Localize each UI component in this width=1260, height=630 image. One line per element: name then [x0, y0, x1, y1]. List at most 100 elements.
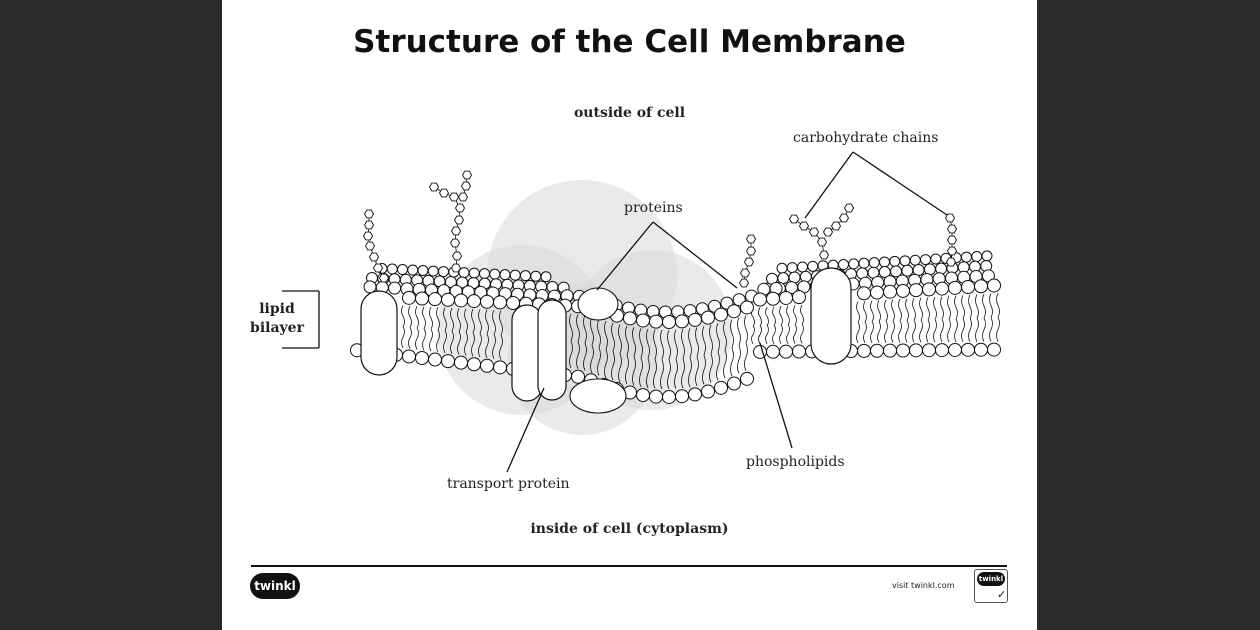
- phospholipid-tail: [891, 320, 895, 343]
- page-title: Structure of the Cell Membrane: [353, 24, 906, 60]
- phospholipid-tail: [415, 306, 419, 329]
- phospholipid-tail: [485, 333, 489, 359]
- phospholipid-tail: [429, 328, 433, 352]
- phospholipid-head: [458, 267, 470, 279]
- phospholipid-head: [714, 380, 728, 395]
- phospholipid-head: [766, 291, 780, 306]
- phospholipid-head: [948, 280, 962, 295]
- phospholipid-head: [649, 389, 663, 404]
- phospholipid-tail: [632, 327, 636, 357]
- sugar-unit: [822, 227, 834, 237]
- membrane-proteins: [360, 267, 852, 414]
- phospholipid-tail: [919, 319, 923, 343]
- phospholipid-tail: [485, 309, 489, 335]
- phospholipid-head: [922, 282, 936, 297]
- phospholipid-tail: [716, 322, 720, 352]
- phospholipid-tail: [464, 308, 468, 333]
- phospholipid-head: [636, 388, 650, 403]
- phospholipid-tail: [576, 314, 580, 342]
- phospholipid-tail: [429, 306, 433, 330]
- sugar-unit: [364, 241, 376, 251]
- phospholipid-tail: [968, 318, 972, 342]
- sugar-unit: [818, 250, 830, 260]
- phospholipid-head: [981, 250, 993, 262]
- phospholipid-tail: [758, 325, 762, 345]
- phospholipid-head: [883, 284, 897, 299]
- phospholipid-tail: [457, 308, 461, 332]
- phospholipid-head: [935, 262, 948, 275]
- phospholipid-tail: [863, 321, 867, 344]
- phospholipid-tail: [688, 357, 692, 388]
- phospholipids-label: phospholipids: [746, 454, 845, 470]
- leader-line: [759, 342, 793, 449]
- phospholipid-tail: [702, 355, 706, 385]
- sugar-unit: [451, 251, 463, 261]
- phospholipid-head: [480, 358, 494, 373]
- phospholipid-tail: [751, 325, 755, 345]
- phospholipid-head: [428, 352, 442, 367]
- phospholipid-tail: [639, 328, 643, 358]
- phospholipid-tail: [674, 329, 678, 360]
- phospholipid-head: [714, 307, 728, 322]
- phospholipid-tail: [450, 330, 454, 354]
- phospholipid-head: [441, 354, 455, 369]
- visit-link[interactable]: visit twinkl.com: [892, 581, 955, 590]
- phospholipid-head: [935, 343, 949, 358]
- lipid-bilayer-label-line2: bilayer: [250, 320, 304, 336]
- phospholipid-tail: [450, 307, 454, 332]
- phospholipid-head: [467, 357, 481, 372]
- phospholipid-tail: [863, 300, 867, 323]
- phospholipid-tail: [688, 328, 692, 358]
- phospholipid-head: [441, 292, 455, 307]
- phospholipid-head: [520, 270, 531, 282]
- phospholipid-tail: [912, 320, 916, 343]
- phospholipid-head: [415, 351, 429, 365]
- phospholipid-tail: [975, 294, 979, 319]
- phospholipid-head: [701, 384, 715, 399]
- phospholipid-tail: [604, 320, 608, 350]
- phospholipid-tail: [765, 325, 769, 345]
- phospholipid-tail: [653, 358, 657, 389]
- phospholipid-tail: [576, 341, 580, 370]
- phospholipid-head: [727, 376, 741, 391]
- phospholipid-tail: [919, 297, 923, 321]
- phospholipid-tail: [590, 317, 594, 346]
- phospholipid-tail: [604, 349, 608, 379]
- phospholipid-head: [688, 387, 702, 402]
- phospholipid-head: [896, 283, 910, 298]
- phospholipid-tail: [618, 324, 622, 354]
- inside-of-cell-label: inside of cell (cytoplasm): [530, 521, 729, 537]
- phospholipid-tail: [478, 333, 482, 358]
- phospholipid-head: [727, 304, 741, 319]
- phospholipid-head: [662, 314, 676, 329]
- phospholipid-tail: [443, 307, 447, 331]
- phospholipid-head: [675, 314, 689, 329]
- phospholipid-tail: [856, 301, 860, 323]
- sugar-unit: [460, 181, 472, 191]
- phospholipid-tail: [660, 359, 664, 390]
- phospholipid-tail: [646, 358, 650, 389]
- phospholipid-tail: [709, 324, 713, 354]
- phospholipid-head: [792, 290, 806, 305]
- quality-badge: twinkl ✓: [974, 569, 1008, 603]
- phospholipid-tail: [492, 309, 496, 335]
- phospholipid-head: [858, 257, 870, 269]
- leader-line: [506, 387, 545, 473]
- phospholipid-tail: [464, 331, 468, 356]
- phospholipid-tail: [660, 329, 664, 360]
- phospholipid-head: [480, 294, 494, 309]
- sugar-unit: [739, 268, 751, 278]
- phospholipid-head: [961, 251, 972, 263]
- phospholipid-tail: [954, 318, 958, 343]
- phospholipid-head: [571, 369, 585, 384]
- phospholipid-head: [935, 281, 949, 296]
- twinkl-logo[interactable]: twinkl: [250, 573, 300, 599]
- phospholipid-head: [479, 268, 490, 280]
- phospholipid-tail: [737, 317, 741, 346]
- phospholipid-tail: [912, 298, 916, 321]
- phospholipid-tail: [590, 344, 594, 374]
- phospholipid-tail: [723, 349, 727, 379]
- sugar-unit: [457, 192, 469, 202]
- phospholipid-tail: [898, 320, 902, 343]
- phospholipid-head: [740, 371, 754, 386]
